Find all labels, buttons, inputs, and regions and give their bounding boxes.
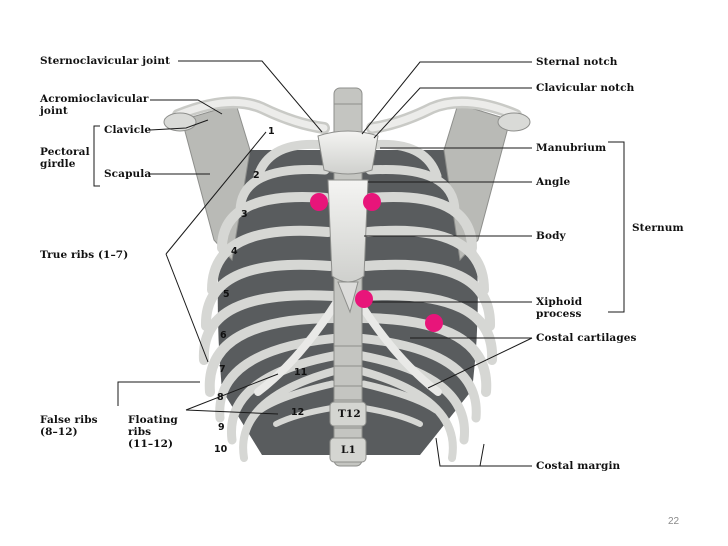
rib-number-1: 1 — [268, 126, 275, 137]
label-costal-margin: Costal margin — [536, 460, 621, 472]
label-costal-cartilages: Costal cartilages — [536, 332, 637, 344]
label-true-ribs: True ribs (1–7) — [40, 249, 129, 261]
rib-number-6: 6 — [220, 330, 227, 341]
marker-4 — [425, 314, 443, 332]
label-t12: T12 — [338, 408, 361, 420]
label-pectoral-girdle: Pectoral girdle — [40, 146, 90, 170]
rib-number-2: 2 — [253, 170, 260, 181]
right-ribs — [353, 139, 498, 462]
rib-number-4: 4 — [231, 246, 238, 257]
label-clavicle: Clavicle — [104, 124, 152, 136]
right-clavicle-highlight — [368, 98, 520, 132]
left-costal-cartilage — [254, 296, 342, 396]
sternum-body-bone — [327, 179, 369, 283]
label-body: Body — [536, 230, 566, 242]
right-costal-cartilage — [354, 296, 442, 396]
right-acromion — [497, 112, 531, 132]
rib-number-8: 8 — [217, 392, 224, 403]
label-clavicular-notch: Clavicular notch — [536, 82, 635, 94]
label-angle: Angle — [536, 176, 571, 188]
leader-lines — [93, 60, 625, 467]
label-sternal-notch: Sternal notch — [536, 56, 618, 68]
label-sternoclavicular-joint: Sternoclavicular joint — [40, 55, 171, 67]
marker-1 — [310, 193, 328, 211]
left-ribs — [198, 139, 343, 462]
marker-2 — [363, 193, 381, 211]
label-false-ribs: False ribs (8–12) — [40, 414, 98, 438]
left-clavicle-highlight — [174, 98, 328, 132]
markers — [310, 193, 443, 332]
label-xiphoid-process: Xiphoid process — [536, 296, 583, 320]
rib-number-12: 12 — [291, 407, 305, 418]
rib-number-3: 3 — [241, 209, 248, 220]
rib-number-10: 10 — [214, 444, 228, 455]
t12-vertebra — [329, 401, 367, 427]
left-acromion — [163, 112, 197, 132]
rib-number-9: 9 — [218, 422, 225, 433]
label-acromioclavicular-joint: Acromioclavicular joint — [40, 93, 149, 117]
slide-number: 22 — [668, 516, 680, 527]
label-manubrium: Manubrium — [536, 142, 607, 154]
label-sternum: Sternum — [632, 222, 684, 234]
xiphoid-bone — [337, 281, 359, 314]
rib-number-11: 11 — [294, 367, 308, 378]
marker-3 — [355, 290, 373, 308]
label-scapula: Scapula — [104, 168, 152, 180]
label-l1: L1 — [341, 444, 356, 456]
vertebra-segments — [334, 103, 362, 429]
rib-number-5: 5 — [223, 289, 230, 300]
l1-vertebra — [329, 437, 367, 463]
manubrium-bone — [317, 130, 379, 175]
rib-number-7: 7 — [219, 364, 226, 375]
label-floating-ribs: Floating ribs (11–12) — [128, 414, 178, 450]
